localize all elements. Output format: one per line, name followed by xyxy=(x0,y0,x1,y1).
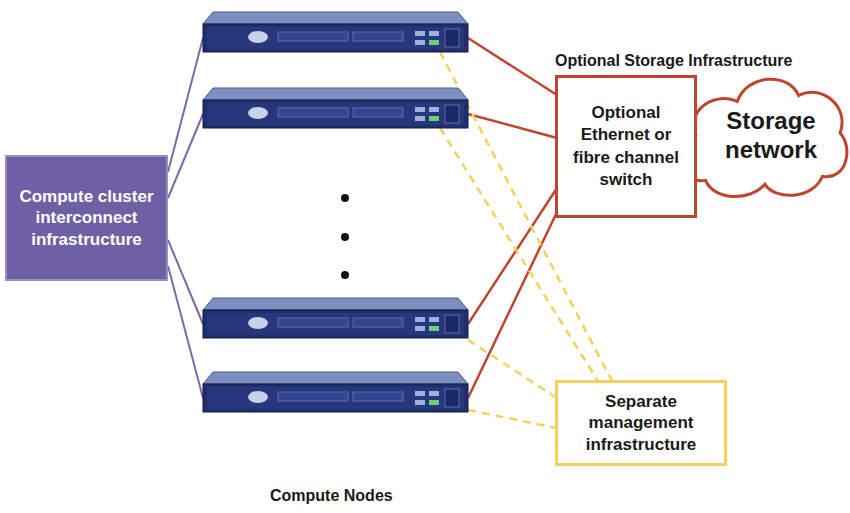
group-heading: Optional Storage Infrastructure xyxy=(555,52,792,70)
node-text: Optional Ethernet or fibre channel switc… xyxy=(566,102,686,190)
switch-box: Optional Ethernet or fibre channel switc… xyxy=(555,75,697,218)
node-text: Separate management infrastructure xyxy=(566,391,716,455)
storage-cloud: Storage network xyxy=(672,62,850,210)
node-text: Compute cluster interconnect infrastruct… xyxy=(15,186,158,250)
management-box: Separate management infrastructure xyxy=(555,380,727,466)
group-caption: Compute Nodes xyxy=(270,487,393,505)
interconnect-box: Compute cluster interconnect infrastruct… xyxy=(5,155,168,281)
node-text: Storage network xyxy=(706,107,836,165)
